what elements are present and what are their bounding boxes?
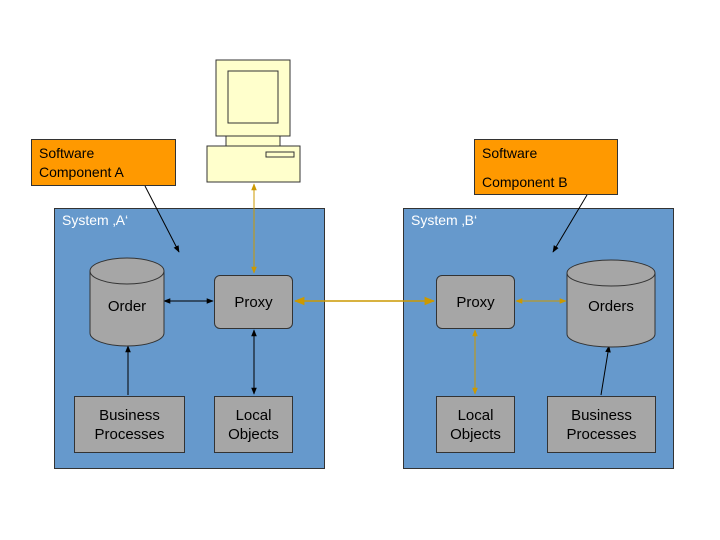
proxy-b-box: Proxy [436, 275, 515, 329]
order-database-label: Order [107, 298, 147, 315]
system-a-title: System ‚A‘ [62, 212, 129, 228]
software-component-a-callout: Software Component A [31, 139, 176, 186]
desktop-computer-icon [206, 59, 301, 183]
business-processes-a-box: Business Processes [74, 396, 185, 453]
callout-a-pointer [144, 185, 180, 253]
callout-a-line1: Software [39, 145, 95, 161]
software-component-b-callout: Software Component B [474, 139, 618, 195]
proxy-a-box: Proxy [214, 275, 293, 329]
database-cylinder-icon [89, 257, 165, 347]
callout-b-pointer [552, 194, 588, 253]
callout-b-line2: Component B [482, 174, 568, 190]
callout-a-line2: Component A [39, 164, 124, 180]
local-objects-a-box: Local Objects [214, 396, 293, 453]
system-b-title: System ‚B‘ [411, 212, 478, 228]
business-b-to-orders-link [600, 345, 611, 396]
database-cylinder-icon [566, 259, 656, 348]
local-objects-b-box: Local Objects [436, 396, 515, 453]
business-processes-b-box: Business Processes [547, 396, 656, 453]
callout-b-line1: Software [482, 145, 538, 161]
orders-database-label: Orders [588, 298, 634, 315]
